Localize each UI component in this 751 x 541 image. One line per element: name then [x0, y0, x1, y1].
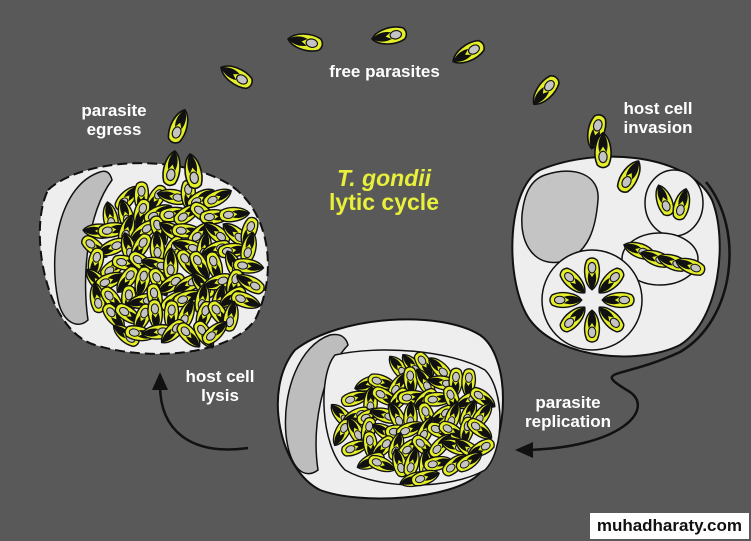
- egress-cell-nucleus: [53, 170, 113, 325]
- parasite-replication-label: parasite replication: [508, 393, 628, 431]
- invasion-host-cell: [511, 155, 721, 358]
- free-parasite: [285, 30, 325, 54]
- invasion-arrowhead: [515, 442, 533, 458]
- watermark: muhadharaty.com: [589, 513, 749, 539]
- replication-label-line2: replication: [525, 412, 611, 431]
- host-cell-lysis-label: host cell lysis: [170, 367, 270, 405]
- free-parasite: [526, 71, 564, 111]
- egress-label-line1: parasite: [81, 101, 147, 120]
- lysis-arrow: [158, 384, 249, 451]
- free-parasite: [369, 24, 409, 48]
- parasite-egress-label: parasite egress: [66, 101, 162, 139]
- replication-label-line1: parasite: [535, 393, 601, 412]
- lysis-label-line1: host cell: [185, 367, 255, 386]
- replication-cell-nucleus: [284, 333, 349, 475]
- egress-label-line2: egress: [86, 120, 142, 139]
- lysis-arrowhead: [152, 372, 168, 390]
- free-parasite: [216, 59, 257, 93]
- lysis-label-line2: lysis: [201, 386, 239, 405]
- free-parasites-label: free parasites: [329, 62, 440, 81]
- cycle-arrows: [152, 181, 731, 458]
- invasion-label-line1: host cell: [623, 99, 693, 118]
- egress-host-cell: [38, 162, 269, 355]
- host-cell-invasion-label: host cell invasion: [606, 99, 710, 137]
- title-species: T. gondii: [336, 165, 432, 191]
- replication-host-cell: [276, 318, 504, 500]
- invasion-label-line2: invasion: [623, 118, 693, 137]
- title-cycle: lytic cycle: [329, 189, 439, 215]
- diagram-title: T. gondii lytic cycle: [300, 166, 468, 214]
- invasion-to-replication-arrow: [524, 181, 731, 452]
- free-parasite: [164, 106, 194, 147]
